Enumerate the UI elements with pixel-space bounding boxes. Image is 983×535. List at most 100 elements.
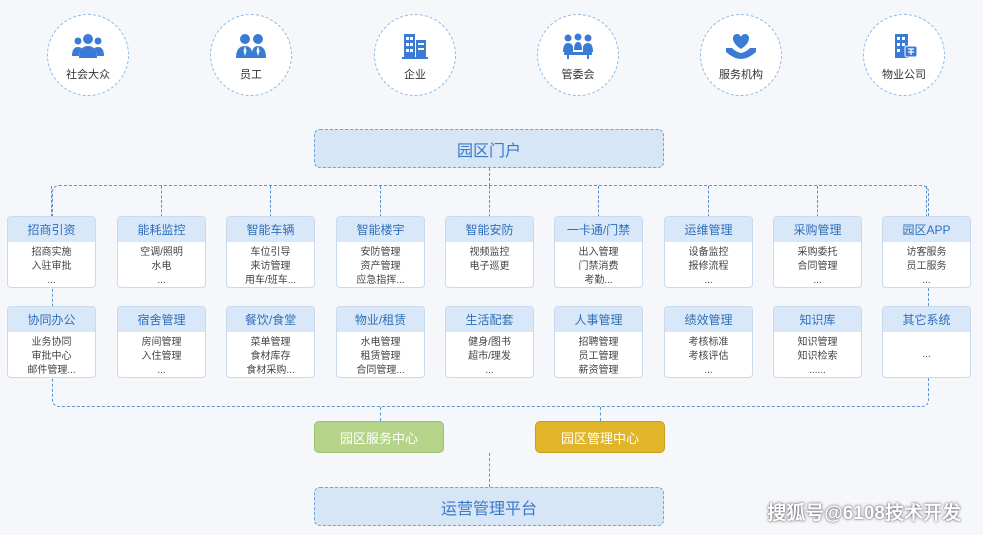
park-management-center-label: 园区管理中心: [560, 430, 639, 446]
module-box: 知识库 知识管理知识检索......: [773, 306, 862, 378]
module-line: 食材采购...: [246, 365, 295, 376]
operation-platform: 运营管理平台: [314, 487, 664, 526]
module-line: 门禁消费: [578, 261, 619, 272]
module-box: 生活配套 健身/图书超市/理发...: [445, 306, 534, 378]
module-title: 知识库: [774, 307, 861, 332]
module-title: 人事管理: [555, 307, 642, 332]
stakeholder-staff: 员工: [210, 14, 292, 96]
module-line: 水电: [151, 261, 172, 272]
module-line: 审批中心: [31, 351, 72, 362]
module-title: 其它系统: [883, 307, 970, 332]
connector: [51, 186, 52, 217]
module-title: 一卡通/门禁: [555, 217, 642, 242]
module-box: 智能安防 视频监控电子巡更: [445, 216, 534, 288]
module-box: 智能车辆 车位引导来访管理用车/班车...: [226, 216, 315, 288]
module-line: ...: [47, 275, 56, 286]
module-line: 知识管理: [797, 337, 838, 348]
building-icon: [402, 34, 428, 59]
module-line: 访客服务: [906, 247, 947, 258]
module-line: 视频监控: [469, 247, 510, 258]
module-line: 用车/班车...: [244, 275, 297, 286]
module-line: 空调/照明: [140, 247, 183, 258]
module-line: 电子巡更: [469, 261, 510, 272]
module-line: 入驻审批: [31, 261, 72, 272]
portal-connector: [489, 168, 490, 186]
staff-icon: [236, 34, 266, 58]
module-box: 园区APP 访客服务员工服务...: [882, 216, 971, 288]
committee-icon: [563, 33, 593, 59]
module-line: 业务协同: [31, 337, 72, 348]
module-line: ...: [485, 365, 494, 376]
module-line: 食材库存: [250, 351, 291, 362]
stakeholder-label: 员工: [240, 69, 262, 81]
module-line: 薪资管理: [578, 365, 619, 376]
module-box: 智能楼宇 安防管理资产管理应急指挥...: [336, 216, 425, 288]
module-line: 租赁管理: [360, 351, 401, 362]
connector: [708, 186, 709, 217]
module-line: 合同管理...: [356, 365, 405, 376]
stakeholder-public: 社会大众: [47, 14, 129, 96]
park-portal-label: 园区门户: [456, 142, 521, 160]
connector: [600, 407, 601, 421]
module-line: 考勤...: [584, 275, 613, 286]
module-title: 协同办公: [8, 307, 95, 332]
module-title: 园区APP: [883, 217, 970, 242]
module-box: 运维管理 设备监控报修流程...: [664, 216, 753, 288]
stakeholder-label: 社会大众: [66, 69, 110, 81]
connector: [489, 186, 490, 217]
module-line: 招商实施: [31, 247, 72, 258]
watermark: 搜狐号@6108技术开发: [767, 503, 961, 524]
module-line: 考核标准: [688, 337, 729, 348]
module-line: ...: [813, 275, 822, 286]
stakeholder-service-org: 服务机构: [700, 14, 782, 96]
module-line: ...: [704, 365, 713, 376]
module-line: 来访管理: [250, 261, 291, 272]
park-service-center-label: 园区服务中心: [339, 430, 418, 446]
module-line: 员工服务: [906, 261, 947, 272]
module-title: 智能楼宇: [337, 217, 424, 242]
module-line: ...: [157, 275, 166, 286]
module-box: 采购管理 采购委托合同管理...: [773, 216, 862, 288]
module-line: 超市/理发: [468, 351, 511, 362]
connector: [380, 407, 381, 421]
connector: [380, 186, 381, 217]
connector: [489, 453, 490, 487]
module-title: 绩效管理: [665, 307, 752, 332]
connector: [817, 186, 818, 217]
module-frame: [52, 185, 929, 407]
module-title: 招商引资: [8, 217, 95, 242]
module-line: 采购委托: [797, 247, 838, 258]
module-box: 能耗监控 空调/照明水电...: [117, 216, 206, 288]
property-building-icon: [895, 34, 918, 58]
module-title: 运维管理: [665, 217, 752, 242]
park-management-center: 园区管理中心: [535, 421, 665, 453]
module-line: 资产管理: [360, 261, 401, 272]
connector: [161, 186, 162, 217]
park-portal: 园区门户: [314, 129, 664, 168]
stakeholder-label: 企业: [404, 69, 426, 81]
module-line: 车位引导: [250, 247, 291, 258]
connector: [270, 186, 271, 217]
module-line: 考核评估: [688, 351, 729, 362]
module-line: 出入管理: [578, 247, 619, 258]
module-line: 应急指挥...: [356, 275, 405, 286]
module-box: 物业/租赁 水电管理租赁管理合同管理...: [336, 306, 425, 378]
module-line: 菜单管理: [250, 337, 291, 348]
module-line: ......: [809, 365, 826, 376]
module-title: 采购管理: [774, 217, 861, 242]
module-line: 招聘管理: [578, 337, 619, 348]
module-title: 餐饮/食堂: [227, 307, 314, 332]
connector: [598, 186, 599, 217]
module-line: 健身/图书: [468, 337, 511, 348]
module-box: 人事管理 招聘管理员工管理薪资管理: [554, 306, 643, 378]
module-box: 其它系统 ...: [882, 306, 971, 378]
people-group-icon: [72, 34, 104, 58]
module-title: 物业/租赁: [337, 307, 424, 332]
stakeholder-label: 服务机构: [719, 69, 763, 81]
module-box: 一卡通/门禁 出入管理门禁消费考勤...: [554, 216, 643, 288]
operation-platform-label: 运营管理平台: [440, 500, 537, 518]
stakeholder-enterprise: 企业: [374, 14, 456, 96]
module-title: 智能车辆: [227, 217, 314, 242]
module-line: ...: [704, 275, 713, 286]
module-box: 绩效管理 考核标准考核评估...: [664, 306, 753, 378]
